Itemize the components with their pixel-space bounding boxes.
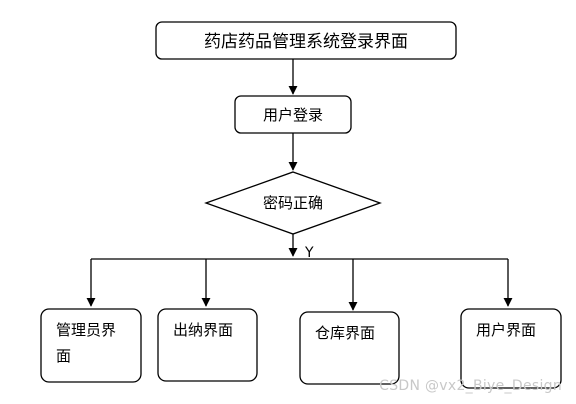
login-label: 用户登录	[263, 106, 323, 124]
cashier-label: 出纳界面	[173, 321, 233, 339]
user-label: 用户界面	[476, 321, 536, 339]
cashier-node: 出纳界面	[157, 308, 258, 382]
title-label: 药店药品管理系统登录界面	[204, 32, 408, 52]
admin-label-line1: 管理员界	[56, 321, 116, 339]
decision-label: 密码正确	[263, 194, 323, 212]
admin-node: 管理员界 面	[40, 308, 142, 383]
login-node: 用户登录	[234, 95, 352, 134]
user-node: 用户界面	[460, 308, 562, 389]
yes-label: Y	[304, 245, 314, 261]
warehouse-label: 仓库界面	[315, 324, 375, 342]
title-node: 药店药品管理系统登录界面	[155, 21, 457, 60]
warehouse-node: 仓库界面	[299, 311, 400, 385]
watermark: CSDN @vx2_Biye_Design	[379, 378, 562, 394]
decision-node: 密码正确	[204, 171, 382, 235]
admin-label-line2: 面	[56, 347, 71, 365]
